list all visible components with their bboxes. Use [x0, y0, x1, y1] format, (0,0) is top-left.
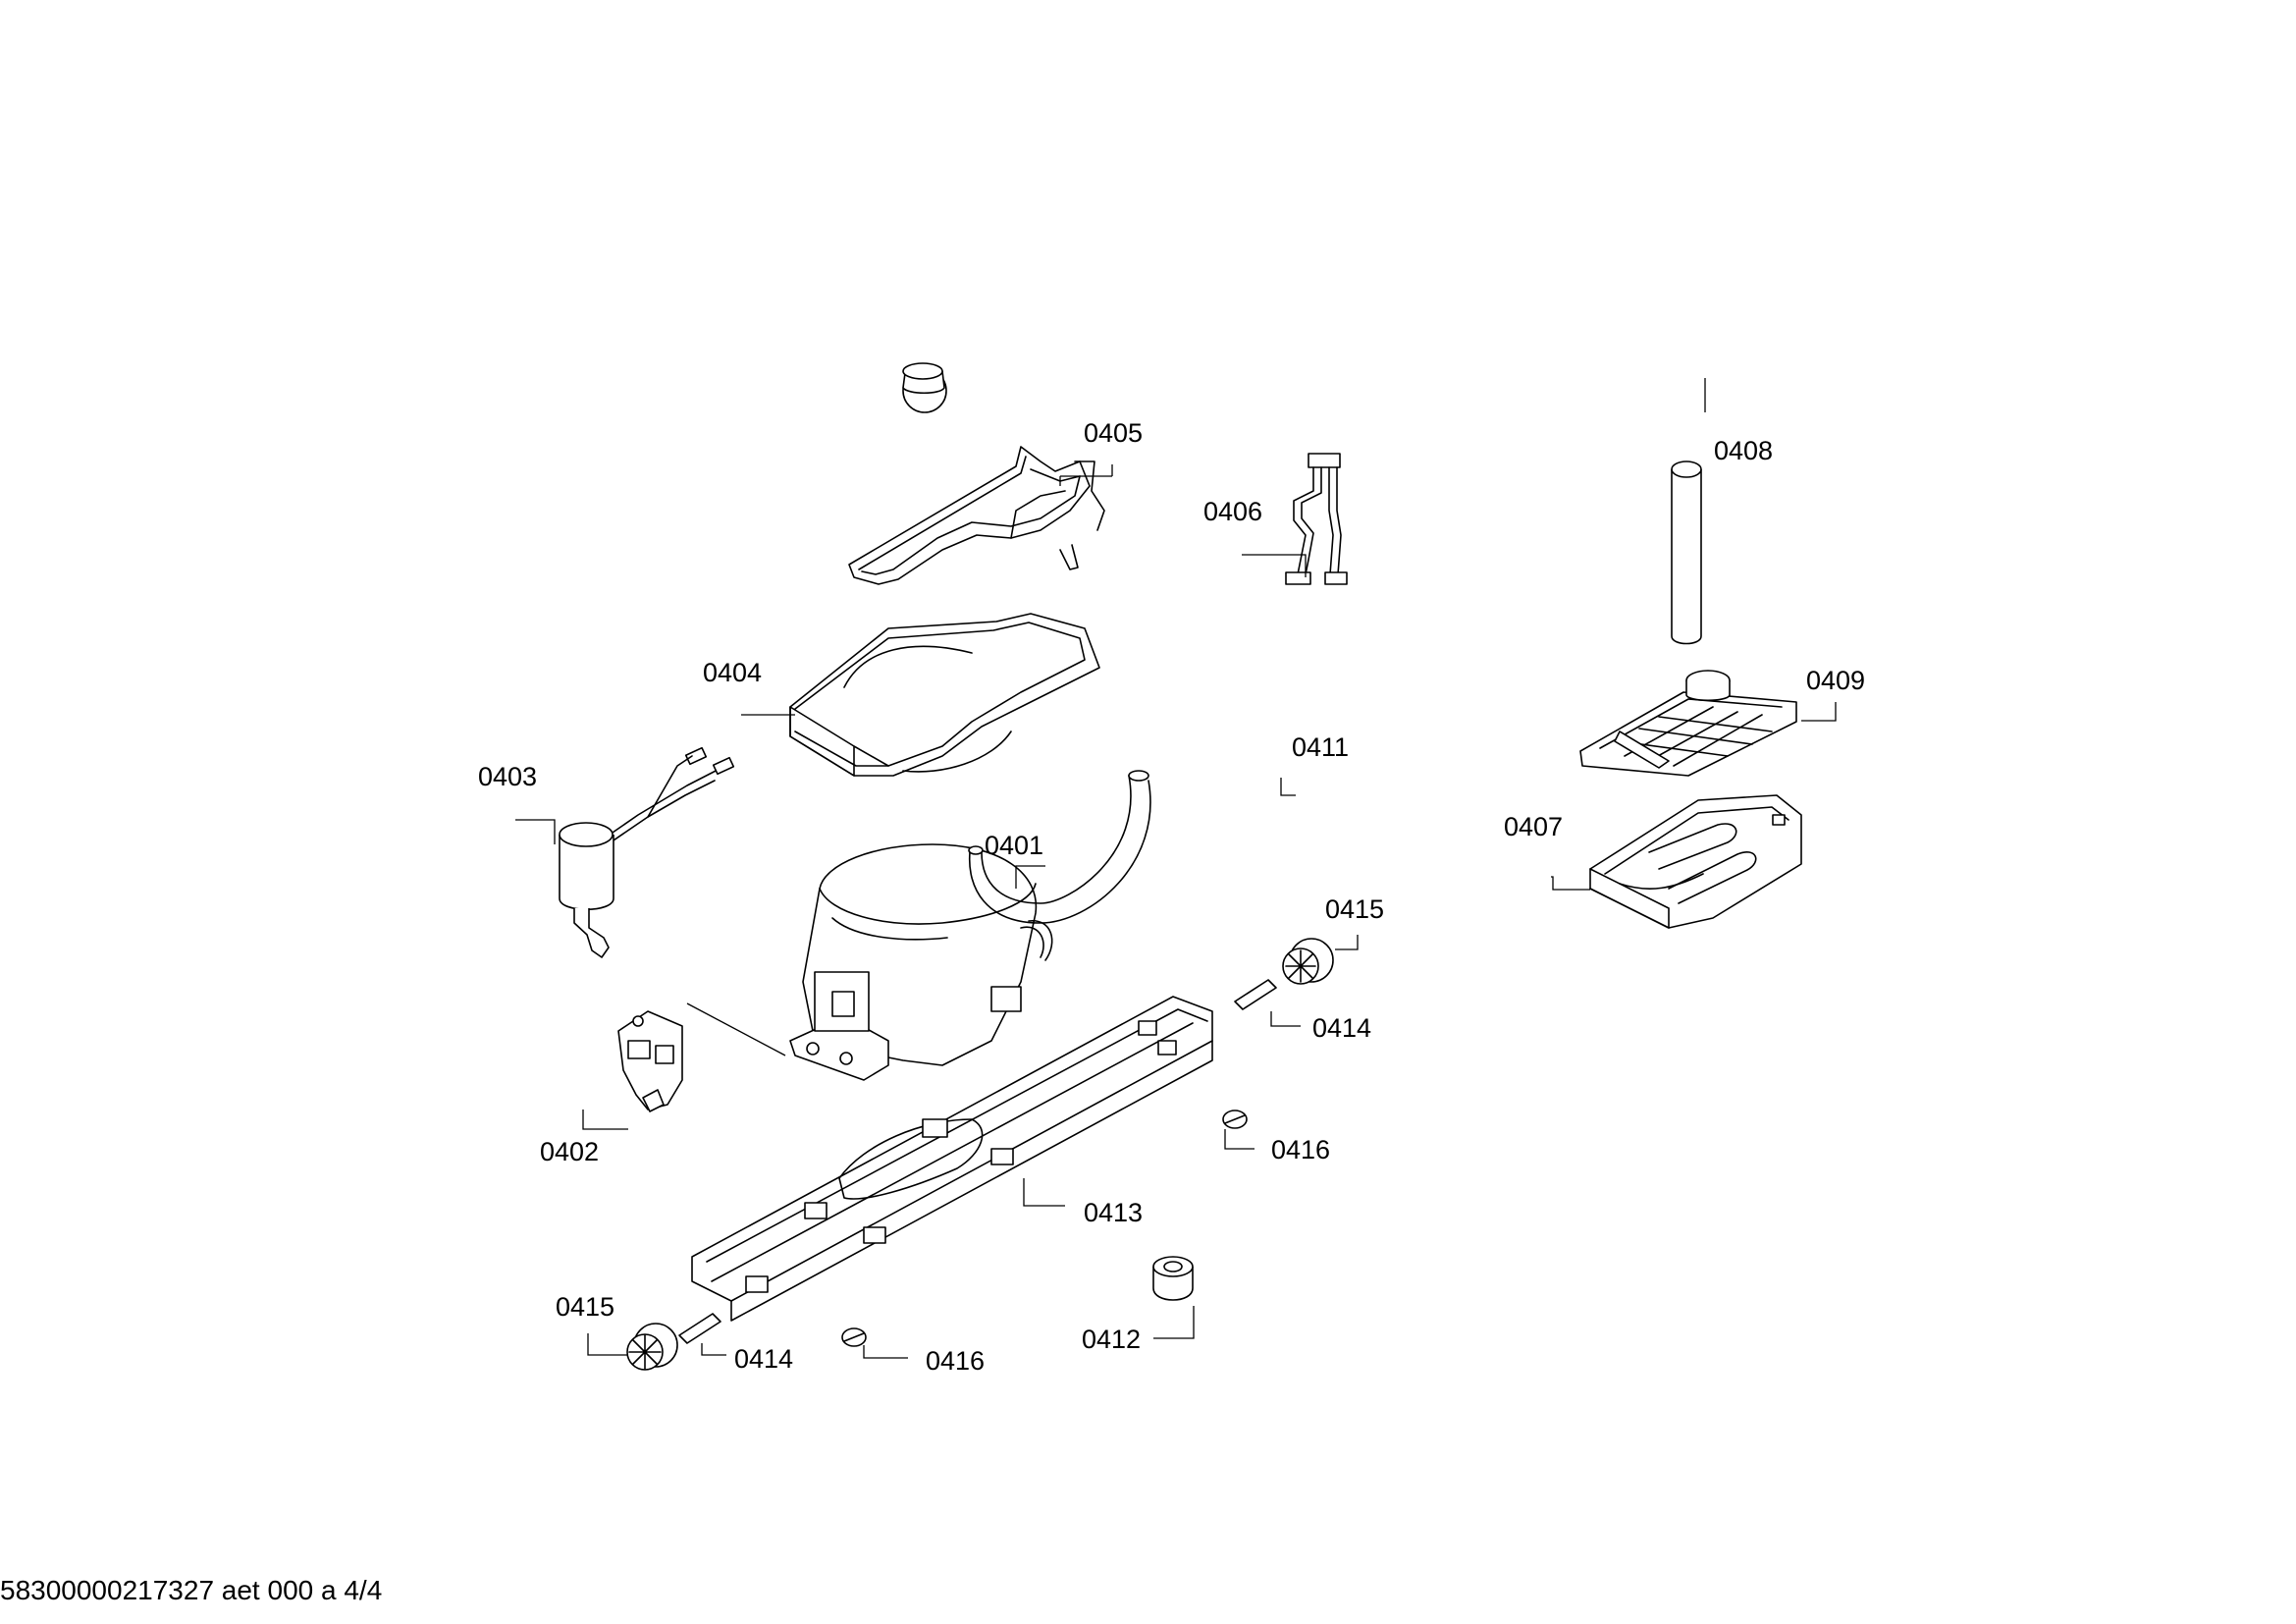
wheel-right-drawing: [1282, 938, 1334, 985]
label-roller-tube: 0408: [1714, 436, 1773, 465]
label-mounting-rail: 0413: [1084, 1198, 1143, 1227]
label-drain-hose: 0411: [1292, 732, 1349, 762]
drip-tray-center-knob: [902, 362, 945, 395]
label-tray-heater: 0405: [1084, 418, 1143, 448]
relay-drawing: [617, 1002, 786, 1112]
label-ice-tray-grid: 0409: [1806, 666, 1865, 695]
pin-right-drawing: [1234, 979, 1277, 1010]
screw-right-drawing: [1222, 1110, 1248, 1129]
label-screw-right: 0416: [1271, 1135, 1330, 1164]
label-wiring-harness: 0406: [1203, 497, 1262, 526]
part-labels: 0401 0402 0403 0404 0405 0406 0407 0408 …: [478, 418, 1865, 1376]
pin-left-drawing: [678, 1313, 721, 1344]
drip-tray-drawing: [789, 368, 1100, 777]
label-wheel-right: 0415: [1325, 894, 1384, 924]
rubber-grommet-drawing: [1152, 1256, 1194, 1301]
ice-tray-lower-drawing: [1589, 794, 1802, 929]
tray-heater-drawing: [848, 446, 1105, 585]
compressor-drawing: [789, 843, 1053, 1081]
screw-left-drawing: [841, 1327, 867, 1347]
label-capacitor: 0403: [478, 762, 537, 791]
label-drip-tray: 0404: [703, 658, 762, 687]
label-pin-right: 0414: [1312, 1013, 1371, 1043]
label-rubber-grommet: 0412: [1082, 1325, 1141, 1354]
leader-lines: [515, 378, 1837, 1359]
label-compressor: 0401: [985, 831, 1043, 860]
label-ice-tray-lower: 0407: [1504, 812, 1563, 841]
wheel-left-drawing: [626, 1323, 678, 1371]
label-pin-left: 0414: [734, 1344, 793, 1374]
capacitor-drawing: [559, 746, 735, 958]
label-wheel-left: 0415: [556, 1292, 614, 1322]
mounting-rail-drawing: [691, 996, 1213, 1322]
label-relay: 0402: [540, 1137, 599, 1166]
wiring-harness-drawing: [1285, 453, 1348, 585]
drain-hose-drawing: [968, 770, 1151, 924]
document-id: 58300000217327 aet 000 a 4/4: [0, 1575, 383, 1605]
label-screw-left: 0416: [926, 1346, 985, 1376]
roller-tube-drawing: [1671, 460, 1702, 645]
ice-tray-grid-drawing: [1579, 670, 1797, 777]
